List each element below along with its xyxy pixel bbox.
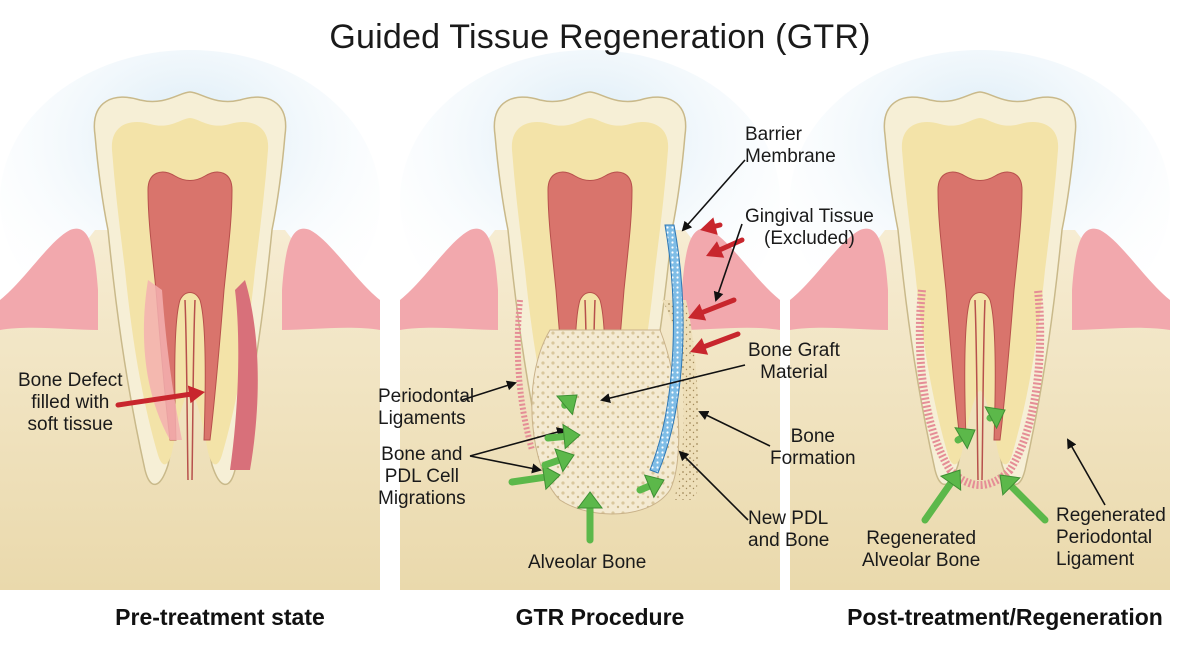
leader-regenerated-pdl [1067,438,1106,506]
arrow-bone-defect-shaft [115,391,192,408]
label-gingival-tissue: Gingival Tissue (Excluded) [745,206,874,249]
regen-arrow-small-1-shaft [954,434,965,444]
label-bone-defect: Bone Defect filled with soft tissue [18,370,123,435]
arrow-gingival-4-shaft [713,222,723,229]
tooth-panel-3 [790,50,1170,590]
migration-arrow-left-head [541,464,561,491]
migration-arrow-left [508,464,561,491]
migration-arrow-up [577,491,603,544]
regen-arrow-right [999,474,1049,524]
arrow-gingival-1-shaft [718,237,745,253]
migration-arrow-upper-head [562,423,581,450]
leader-migration-1 [469,427,567,457]
migration-arrow-top [556,394,578,416]
leader-gingival [713,223,743,302]
bone-formation [662,300,699,500]
label-regenerated-pdl: Regenerated Periodontal Ligament [1056,505,1166,570]
arrow-gingival-2 [688,297,737,321]
arrow-gingival-1-head [706,241,725,258]
arrow-gingival-3 [690,331,741,355]
regen-arrow-left [921,469,962,524]
soft-tissue-right [230,280,258,470]
barrier-membrane [649,224,684,474]
migration-arrow-upper [544,423,581,450]
leader-pdl [461,380,517,401]
caption-pre-treatment: Pre-treatment state [115,604,325,630]
gum-left [790,228,888,330]
migration-arrow-left-2 [541,448,575,473]
regen-arrow-small-2 [984,406,1006,430]
root-canal [184,299,196,481]
gum-right [682,228,780,330]
migration-arrow-up-head [577,491,603,509]
arrow-bone-defect [115,385,205,408]
arrow-bone-defect-head [187,385,205,404]
tooth-pulp [937,171,1023,441]
regen-arrow-right-shaft [1007,482,1049,524]
migration-arrow-top-head [556,394,578,416]
gum-left [0,228,98,330]
migration-arrow-right-shaft [636,482,653,494]
migration-arrow-left-2-shaft [541,456,563,469]
arrow-gingival-4 [700,217,723,235]
caption-gtr-procedure: GTR Procedure [515,604,685,630]
label-barrier-membrane: Barrier Membrane [745,124,836,167]
regen-arrow-small-2-head [984,406,1006,430]
regen-arrow-left-shaft [921,479,955,524]
leader-bone-formation [698,410,771,447]
regen-arrow-small-1 [954,427,976,450]
caption-post-treatment: Post-treatment/Regeneration [847,604,1163,630]
tooth-panel-1 [0,50,380,590]
label-bone-graft: Bone Graft Material [748,340,840,383]
root-canal [974,299,986,481]
migration-arrow-right [636,474,665,499]
label-periodontal-ligaments: Periodontal Ligaments [378,386,475,429]
leader-bone-graft [600,364,746,403]
label-regenerated-alveolar-bone: Regenerated Alveolar Bone [862,528,981,571]
leader-new-pdl [678,450,749,521]
regen-arrow-right-head [999,474,1021,496]
pdl-left [514,299,535,451]
label-cell-migrations: Bone and PDL Cell Migrations [378,444,466,509]
regen-arrow-small-1-head [954,427,976,450]
diagram-title: Guided Tissue Regeneration (GTR) [329,18,871,56]
arrow-gingival-2-shaft [700,297,737,315]
migration-arrow-right-head [643,474,665,499]
gum-right [282,228,380,330]
migration-arrow-left-shaft [508,473,548,486]
label-alveolar-bone: Alveolar Bone [528,552,647,573]
migration-arrow-left-2-head [554,448,575,473]
gum-left [400,228,498,330]
regen-arrow-left-head [939,469,962,491]
leader-barrier-membrane [681,159,746,232]
arrow-gingival-3-shaft [702,331,741,349]
label-new-pdl-bone: New PDL and Bone [748,508,830,551]
tooth-panel-2 [400,50,780,590]
leader-migration-2 [469,455,542,474]
label-bone-formation: Bone Formation [770,426,856,469]
regenerated-pdl [915,289,1045,489]
migration-arrow-upper-shaft [544,432,568,442]
arrow-gingival-2-head [688,303,707,321]
gum-right [1072,228,1170,330]
arrow-gingival-4-head [700,217,718,235]
arrow-gingival-1 [706,237,745,258]
arrow-gingival-3-head [690,337,709,355]
